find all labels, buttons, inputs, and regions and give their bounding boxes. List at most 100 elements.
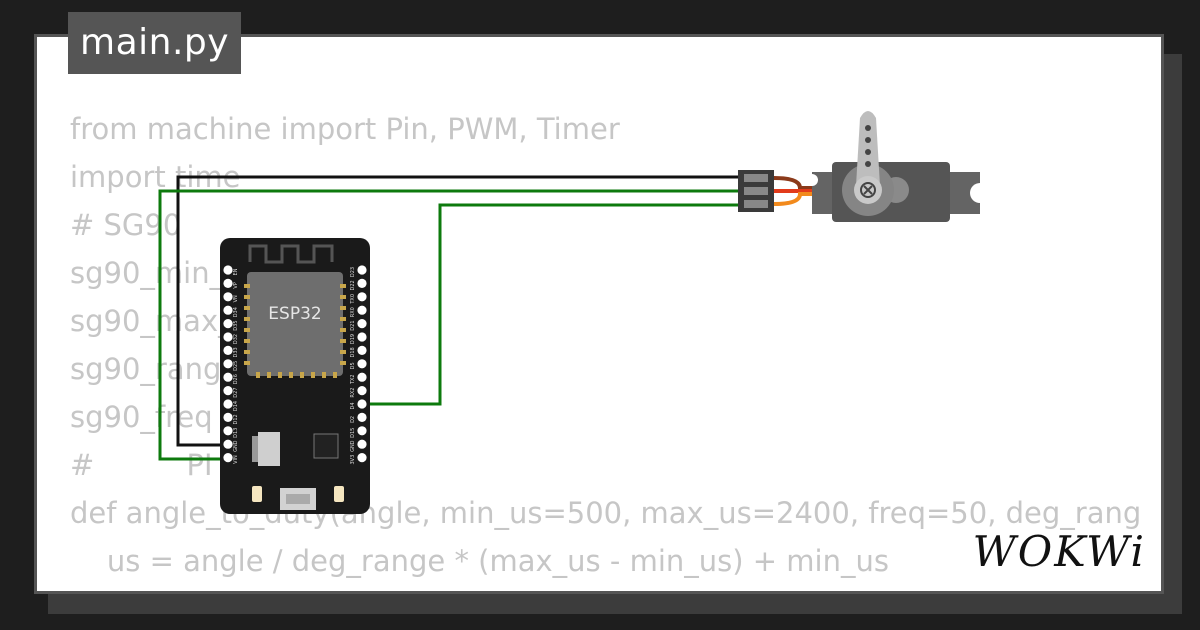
servo-motor[interactable]	[806, 111, 990, 222]
servo-wire-brown	[773, 176, 830, 190]
pin-label: RX0	[350, 307, 356, 317]
header-pin[interactable]	[357, 372, 367, 382]
header-pin[interactable]	[223, 265, 233, 275]
header-pin[interactable]	[223, 372, 233, 382]
pin-label: VIN	[233, 455, 239, 464]
pin-label: D34	[233, 307, 239, 317]
pin-label: VP	[233, 282, 239, 288]
antenna-trace	[248, 244, 334, 264]
code-line: us = angle / deg_range * (max_us - min_u…	[70, 544, 889, 578]
pin-label: TX0	[350, 294, 356, 305]
header-pin[interactable]	[357, 305, 367, 315]
pin-label: D23	[350, 267, 356, 277]
header-pin[interactable]	[223, 453, 233, 463]
module-pad	[300, 372, 304, 378]
wire-vcc[interactable]	[158, 189, 742, 461]
module-pads	[244, 284, 346, 378]
wire-gnd[interactable]	[176, 175, 742, 447]
esp32-board[interactable]: ESP32 ENVPVND34D35D32D33D25D26D27D14D12D…	[220, 238, 370, 514]
header-pin[interactable]	[223, 399, 233, 409]
header-pin[interactable]	[357, 319, 367, 329]
module-pad	[340, 328, 346, 332]
module-pad	[340, 317, 346, 321]
servo-horn[interactable]	[856, 111, 880, 186]
header-pin[interactable]	[357, 426, 367, 436]
module-pad	[267, 372, 271, 378]
pin-label: D27	[233, 387, 239, 397]
header-pin[interactable]	[357, 412, 367, 422]
pin-label: D35	[233, 320, 239, 330]
module-pad	[340, 350, 346, 354]
pin-label: D18	[350, 347, 356, 357]
header-pin[interactable]	[357, 278, 367, 288]
led-right	[334, 486, 344, 502]
header-pin[interactable]	[223, 359, 233, 369]
module-pad	[244, 317, 250, 321]
module-pad	[340, 284, 346, 288]
pin-labels: ENVPVND34D35D32D33D25D26D27D14D12D13GNDV…	[233, 267, 356, 465]
header-pin[interactable]	[357, 332, 367, 342]
pin-label: RX2	[350, 388, 356, 398]
wokwi-logo: WOKWi	[973, 527, 1146, 576]
module-pad	[333, 372, 337, 378]
esp32-label: ESP32	[268, 304, 321, 324]
header-pin[interactable]	[223, 305, 233, 315]
module-pad	[278, 372, 282, 378]
wokwi-logo-text: WOKWi	[973, 527, 1146, 576]
header-pin[interactable]	[223, 345, 233, 355]
header-pin[interactable]	[223, 439, 233, 449]
header-pin[interactable]	[223, 426, 233, 436]
pin-label: D14	[233, 401, 239, 411]
header-pin[interactable]	[223, 332, 233, 342]
module-pad	[244, 350, 250, 354]
header-pin[interactable]	[223, 319, 233, 329]
pin-label: 3V3	[350, 455, 356, 465]
usb-chip	[313, 433, 339, 459]
pin-label: D4	[350, 402, 356, 409]
header-pins	[223, 265, 367, 463]
pin-label: D2	[350, 416, 356, 423]
module-pad	[322, 372, 326, 378]
code-line: sg90_freq	[70, 400, 213, 434]
header-pin[interactable]	[223, 412, 233, 422]
header-pin[interactable]	[357, 359, 367, 369]
module-pad	[244, 306, 250, 310]
pin-label: D12	[233, 414, 239, 424]
module-pad	[256, 372, 260, 378]
header-pin[interactable]	[223, 278, 233, 288]
module-pad	[340, 361, 346, 365]
module-pad	[244, 284, 250, 288]
file-tab-main-py[interactable]: main.py	[68, 12, 242, 74]
header-pin[interactable]	[357, 292, 367, 302]
header-pin[interactable]	[357, 399, 367, 409]
pin-label: D25	[233, 361, 239, 371]
module-pad	[244, 328, 250, 332]
pin-label: D32	[233, 334, 239, 344]
led-left	[252, 486, 262, 502]
pin-label: GND	[350, 440, 356, 452]
servo-wire-orange	[773, 192, 830, 206]
header-pin[interactable]	[357, 386, 367, 396]
module-pad	[244, 361, 250, 365]
header-pin[interactable]	[223, 292, 233, 302]
wire-signal[interactable]	[360, 203, 742, 406]
module-pad	[244, 295, 250, 299]
code-line: # SG90	[70, 208, 182, 242]
pin-label: D21	[350, 320, 356, 330]
header-pin[interactable]	[357, 345, 367, 355]
pin-label: D13	[233, 428, 239, 438]
code-line: from machine import Pin, PWM, Timer	[70, 112, 620, 146]
pin-label: D22	[350, 280, 356, 290]
module-pad	[340, 306, 346, 310]
header-pin[interactable]	[357, 265, 367, 275]
header-pin[interactable]	[223, 386, 233, 396]
voltage-regulator	[258, 432, 280, 466]
code-line: sg90_min_	[70, 256, 225, 290]
header-pin[interactable]	[357, 439, 367, 449]
esp32-module	[247, 272, 343, 376]
module-pad	[340, 339, 346, 343]
module-pad	[311, 372, 315, 378]
pin-label: D26	[233, 374, 239, 384]
header-pin[interactable]	[357, 453, 367, 463]
